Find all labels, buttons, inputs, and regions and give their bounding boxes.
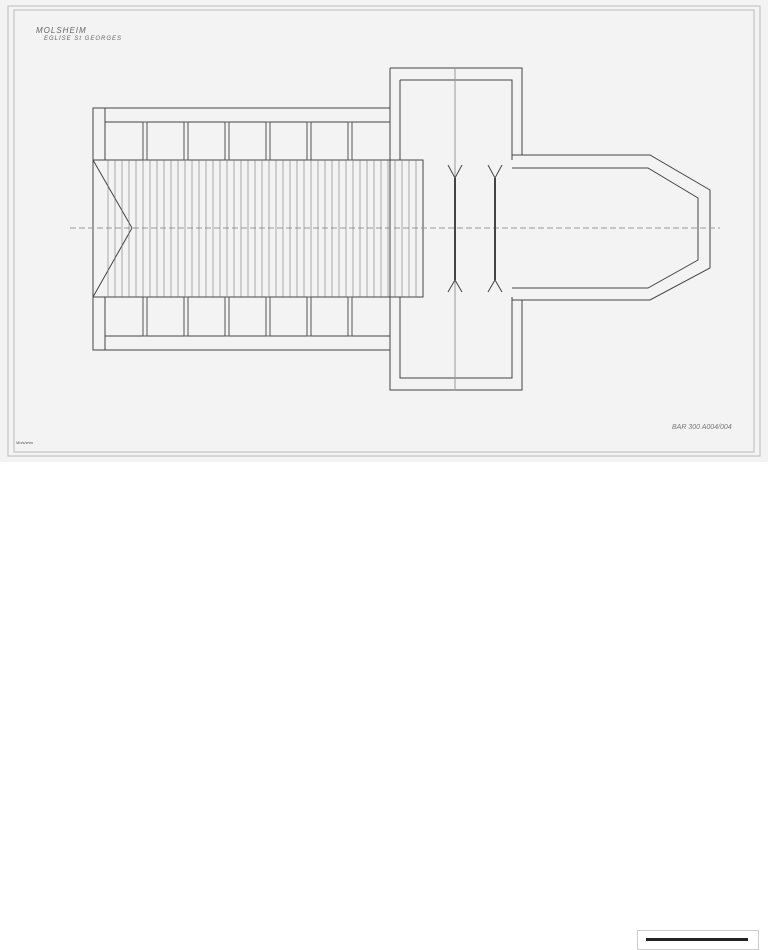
choir-inner xyxy=(512,167,699,289)
archive-stamp: BAR 300 A004/004 xyxy=(672,424,732,431)
scale-ruler xyxy=(637,930,759,950)
pillar xyxy=(347,296,353,337)
pillar xyxy=(224,121,230,161)
pillar xyxy=(142,121,148,161)
sheet-border xyxy=(7,5,761,457)
west-end xyxy=(92,159,133,298)
pillar xyxy=(306,121,312,161)
transept-inner xyxy=(399,79,513,379)
pillar xyxy=(265,296,271,337)
sheet-inner-border xyxy=(13,9,755,453)
drawing-subtitle: EGLISE St GEORGES xyxy=(44,36,123,42)
pillar xyxy=(347,121,353,161)
pillar xyxy=(142,296,148,337)
nave-outer-wall xyxy=(92,107,391,351)
scan-margin xyxy=(0,462,768,950)
church-floor-plan xyxy=(7,5,761,457)
pillar xyxy=(306,296,312,337)
drawing-title: MOLSHEIM xyxy=(36,26,87,35)
transept-outer xyxy=(389,67,523,391)
choir-outer xyxy=(512,154,711,301)
scale-bar xyxy=(646,938,748,941)
pillar xyxy=(265,121,271,161)
pillar xyxy=(183,296,189,337)
pillar xyxy=(224,296,230,337)
pillar xyxy=(183,121,189,161)
drawing-sheet: MOLSHEIM EGLISE St GEORGES BAR 300 A004/… xyxy=(0,0,768,492)
drawing-reference: Molsheim xyxy=(16,440,34,445)
